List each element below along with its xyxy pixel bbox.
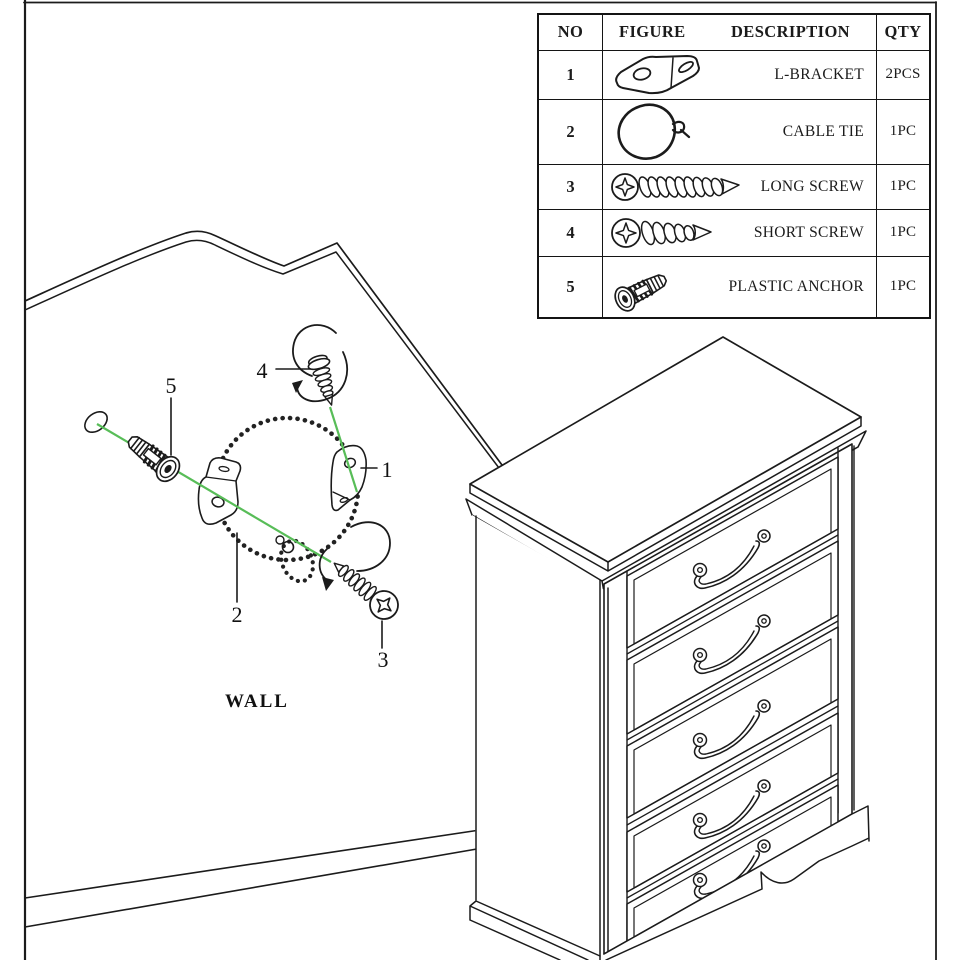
dresser [465, 336, 870, 960]
drawer-4 [626, 712, 839, 893]
row-qty: 1PC [876, 98, 931, 165]
short-screw-figure [307, 354, 334, 406]
callout-number-4: 4 [257, 358, 268, 383]
plastic-anchor-figure [127, 435, 181, 483]
row-qty: 1PC [876, 163, 931, 210]
row-no: 2 [537, 98, 603, 165]
dresser-top-edge [469, 416, 862, 572]
row-description: CABLE TIE [782, 122, 864, 140]
short-screw-rotation-arrow [292, 324, 348, 403]
plastic-anchor-icon [614, 273, 668, 312]
row-description: PLASTIC ANCHOR [728, 277, 864, 295]
row-no: 1 [537, 49, 603, 100]
row-description: L-BRACKET [774, 65, 864, 83]
table-row-plastic-anchor: 5 PLASTIC ANCHOR 1PC [537, 255, 931, 318]
wall-anchor-diagram: 5 4 1 2 3 WALL [84, 324, 399, 712]
table-row-l-bracket: 1 L-BRACKET 2PCS [537, 49, 931, 100]
dresser-side-panel-lines [469, 515, 601, 960]
wall-hole-ellipse [84, 410, 108, 434]
header-figure: FIGURE [619, 22, 686, 42]
baseboard-bottom-line [24, 844, 501, 928]
header-description: DESCRIPTION [730, 22, 850, 42]
l-bracket-left [197, 457, 242, 525]
header-no: NO [537, 13, 603, 51]
header-figure-description: FIGURE DESCRIPTION [602, 13, 877, 51]
cable-tie-icon [617, 102, 691, 160]
row-no: 5 [537, 255, 603, 318]
header-qty: QTY [876, 13, 931, 51]
row-qty: 1PC [876, 208, 931, 257]
dresser-base-lines [603, 805, 870, 960]
parts-table: NO FIGURE DESCRIPTION QTY 1 L-BRACKET 2P… [537, 13, 931, 319]
wall-torn-edge-inner [24, 239, 500, 469]
short-screw-icon [611, 217, 712, 248]
callout-number-1: 1 [382, 457, 393, 482]
table-row-cable-tie: 2 CABLE TIE 1PC [537, 98, 931, 165]
cable-tie-clasp-ring [281, 540, 295, 554]
alignment-line-screw [328, 406, 359, 493]
table-row-short-screw: 4 SHORT SCREW 1PC [537, 208, 931, 257]
wall-torn-edge-outer [24, 230, 503, 466]
drawer-rail-lines [626, 534, 839, 899]
long-screw-figure [333, 562, 399, 620]
wall-label: WALL [225, 691, 289, 712]
dresser-side-panel-fill [470, 515, 608, 960]
dresser-base-fill [604, 806, 869, 960]
row-qty: 1PC [876, 255, 931, 318]
long-screw-rotation-arrow [318, 521, 391, 591]
row-description: SHORT SCREW [753, 223, 864, 241]
callout-number-3: 3 [378, 647, 389, 672]
long-screw-icon [611, 172, 740, 201]
l-bracket-icon [615, 54, 700, 94]
parts-table-header-row: NO FIGURE DESCRIPTION QTY [537, 13, 931, 51]
row-no: 4 [537, 208, 603, 257]
dresser-corner-post [599, 579, 609, 960]
row-qty: 2PCS [876, 49, 931, 100]
drawer-1 [626, 456, 839, 649]
drawer-2 [626, 540, 839, 735]
room-outline [23, 0, 937, 960]
row-description: LONG SCREW [760, 177, 864, 195]
row-no: 3 [537, 163, 603, 210]
callout-number-2: 2 [232, 602, 243, 627]
baseboard-top-line [24, 826, 501, 899]
l-bracket-right [330, 444, 367, 512]
table-row-long-screw: 3 LONG SCREW 1PC [537, 163, 931, 210]
drawer-3 [626, 626, 839, 819]
cable-tie-clasp-link [275, 535, 285, 545]
callout-number-5: 5 [166, 373, 177, 398]
